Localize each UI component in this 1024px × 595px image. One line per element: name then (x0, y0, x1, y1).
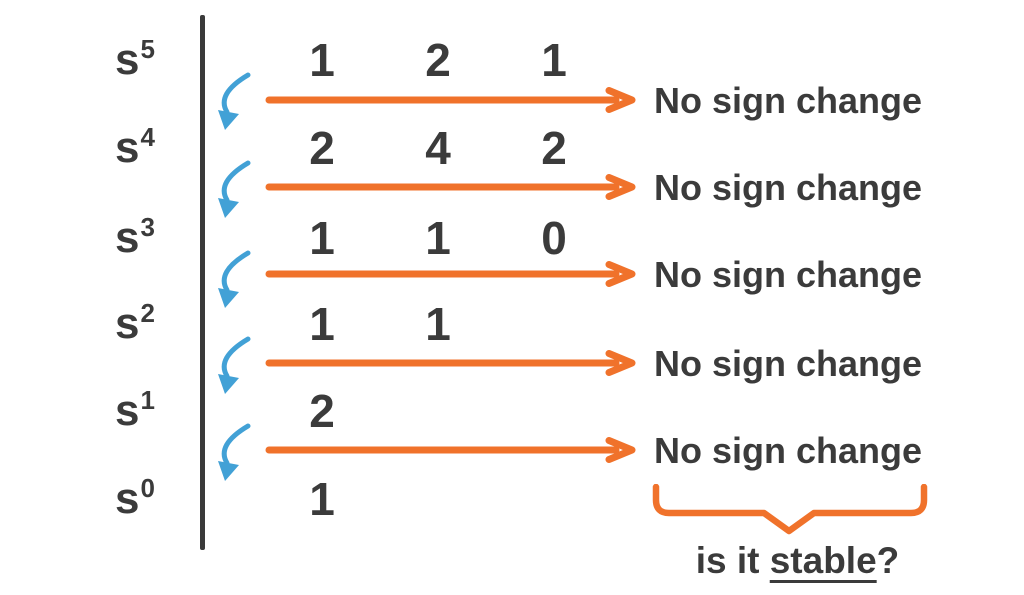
sign-change-label: No sign change (654, 80, 923, 121)
table-cell: 1 (425, 298, 451, 350)
table-cell: 2 (425, 34, 451, 86)
table-cell: 1 (425, 212, 451, 264)
row-label-base: s (115, 299, 140, 348)
right-arrow-icon (265, 174, 636, 200)
row-label-exponent: 2 (140, 298, 155, 328)
table-divider-line (200, 15, 205, 550)
row-label-s4: s4 (99, 118, 171, 178)
table-cell: 2 (309, 122, 335, 174)
sign-change-label: No sign change (654, 430, 923, 471)
right-arrow-icon (265, 350, 636, 376)
curved-arrow-icon (218, 423, 251, 481)
row-label-base: s (115, 386, 140, 435)
stability-question: is it stable? (645, 540, 950, 582)
brace-icon (652, 484, 928, 535)
curved-arrow-icon (218, 72, 251, 130)
row-label-base: s (115, 35, 140, 84)
row-label-base: s (115, 474, 140, 523)
table-cell: 1 (309, 473, 335, 525)
sign-change-label: No sign change (654, 343, 923, 384)
question-suffix: ? (876, 540, 900, 581)
right-arrow-icon (265, 87, 636, 113)
row-label-exponent: 5 (140, 34, 155, 64)
table-cell: 1 (541, 34, 567, 86)
table-cell: 2 (541, 122, 567, 174)
table-cell: 1 (309, 298, 335, 350)
row-label-base: s (115, 213, 140, 262)
row-label-s3: s3 (99, 208, 171, 268)
table-cell: 4 (425, 122, 451, 174)
table-cell: 2 (309, 385, 335, 437)
question-underlined-word: stable (769, 540, 877, 581)
sign-change-label: No sign change (654, 254, 923, 295)
table-cell: 0 (541, 212, 567, 264)
row-label-s0: s0 (99, 469, 171, 529)
row-label-exponent: 3 (140, 212, 155, 242)
row-label-s1: s1 (99, 381, 171, 441)
row-label-base: s (115, 123, 140, 172)
row-label-exponent: 1 (140, 385, 155, 415)
table-cell: 1 (309, 34, 335, 86)
sign-change-label: No sign change (654, 167, 923, 208)
row-label-exponent: 4 (140, 122, 155, 152)
curved-arrow-icon (218, 336, 251, 394)
table-cell: 1 (309, 212, 335, 264)
curved-arrow-icon (218, 160, 251, 218)
question-prefix: is it (695, 540, 770, 581)
right-arrow-icon (265, 437, 636, 463)
curved-arrow-icon (218, 250, 251, 308)
row-label-s5: s5 (99, 30, 171, 90)
row-label-exponent: 0 (140, 473, 155, 503)
row-label-s2: s2 (99, 294, 171, 354)
right-arrow-icon (265, 261, 636, 287)
